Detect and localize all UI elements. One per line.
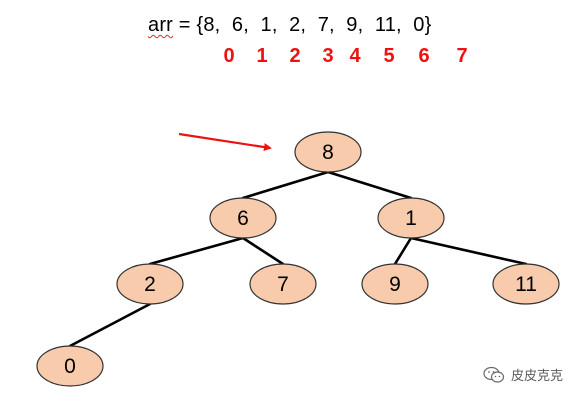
tree-node-n5: 9 bbox=[361, 263, 429, 305]
tree-node-circle bbox=[36, 345, 104, 387]
tree-node-label: 9 bbox=[389, 273, 401, 296]
array-index-6: 6 bbox=[418, 45, 430, 67]
tree-edges bbox=[68, 170, 528, 348]
array-index-0: 0 bbox=[223, 45, 235, 67]
array-index-5: 5 bbox=[383, 45, 395, 67]
array-index-2: 2 bbox=[289, 45, 301, 67]
tree-edge-n1-n4 bbox=[241, 236, 285, 266]
tree-node-n1: 6 bbox=[209, 197, 277, 239]
tree-node-label: 11 bbox=[515, 273, 537, 296]
tree-node-label: 8 bbox=[322, 141, 334, 164]
array-index-4: 4 bbox=[349, 45, 361, 67]
tree-node-circle bbox=[492, 263, 560, 305]
tree-edge-n2-n6 bbox=[409, 236, 528, 266]
tree-node-circle bbox=[377, 197, 445, 239]
array-name: arr bbox=[148, 14, 174, 36]
tree-nodes: 8 6 1 2 7 9 11 0 bbox=[36, 131, 560, 387]
tree-node-label: 2 bbox=[144, 273, 156, 296]
tree-node-label: 7 bbox=[277, 273, 289, 296]
tree-node-n6: 11 bbox=[492, 263, 560, 305]
tree-node-circle bbox=[116, 263, 184, 305]
tree-node-circle bbox=[209, 197, 277, 239]
tree-node-n7: 0 bbox=[36, 345, 104, 387]
tree-node-n0: 8 bbox=[294, 131, 362, 173]
wechat-icon bbox=[483, 366, 505, 383]
tree-edge-n0-n2 bbox=[326, 170, 413, 200]
root-pointer-arrow bbox=[178, 132, 272, 152]
tree-node-n2: 1 bbox=[377, 197, 445, 239]
watermark-text: 皮皮克克 bbox=[510, 369, 563, 384]
tree-edge-n0-n1 bbox=[241, 170, 330, 200]
tree-edge-n2-n5 bbox=[393, 236, 413, 266]
tree-node-label: 6 bbox=[237, 207, 249, 230]
tree-node-n4: 7 bbox=[249, 263, 317, 305]
array-index-3: 3 bbox=[322, 45, 334, 67]
tree-edge-n1-n3 bbox=[148, 236, 245, 266]
tree-node-circle bbox=[249, 263, 317, 305]
array-index-7: 7 bbox=[456, 45, 468, 67]
tree-node-label: 1 bbox=[405, 207, 417, 230]
tree-node-circle bbox=[294, 131, 362, 173]
array-values: = {8, 6, 1, 2, 7, 9, 11, 0} bbox=[173, 14, 432, 36]
tree-node-circle bbox=[361, 263, 429, 305]
tree-edge-n3-n7 bbox=[68, 302, 152, 348]
array-index-1: 1 bbox=[256, 45, 268, 67]
tree-node-label: 0 bbox=[64, 355, 76, 378]
watermark: 皮皮克克 bbox=[483, 365, 563, 384]
array-declaration: arr = {8, 6, 1, 2, 7, 9, 11, 0} bbox=[148, 14, 432, 37]
tree-node-n3: 2 bbox=[116, 263, 184, 305]
